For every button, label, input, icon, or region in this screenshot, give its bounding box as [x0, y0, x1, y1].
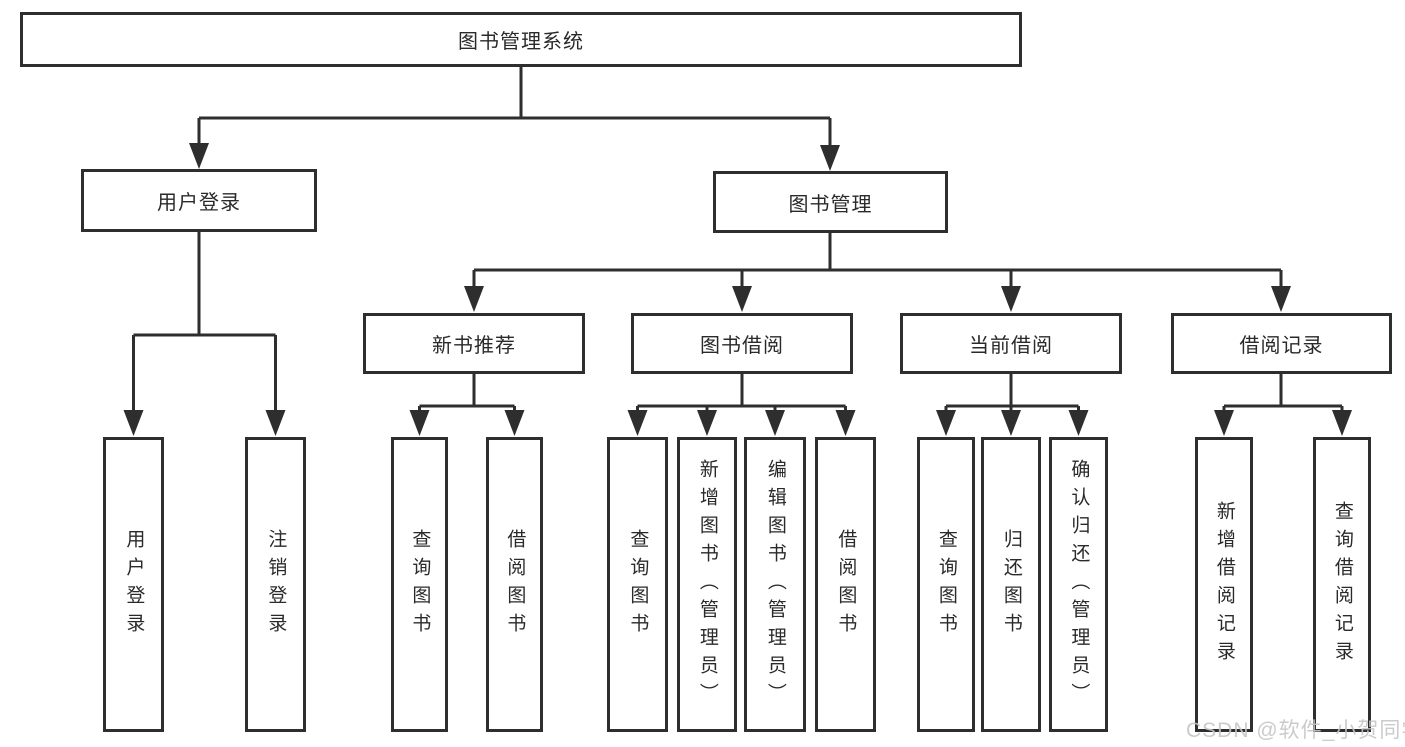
leaf-query-books-borrow: 查询图书	[607, 437, 668, 732]
leaf-return-books: 归还图书	[981, 437, 1041, 732]
leaf-user-login: 用户登录	[103, 437, 164, 732]
node-book-borrow: 图书借阅	[631, 313, 853, 374]
node-user-login: 用户登录	[81, 169, 317, 232]
node-new-book-recommend: 新书推荐	[363, 313, 585, 374]
leaf-logout: 注销登录	[245, 437, 306, 732]
node-current-borrow: 当前借阅	[900, 313, 1122, 374]
leaf-edit-book-admin: 编辑图书（管理员）	[744, 437, 806, 732]
node-book-management: 图书管理	[713, 171, 948, 233]
leaf-query-books-current: 查询图书	[917, 437, 975, 732]
node-system-root: 图书管理系统	[20, 12, 1022, 67]
csdn-watermark: CSDN @软件_小贺同学	[1186, 719, 1405, 742]
leaf-borrow-books: 借阅图书	[815, 437, 876, 732]
node-borrow-records: 借阅记录	[1171, 313, 1392, 374]
leaf-add-borrow-record: 新增借阅记录	[1195, 437, 1253, 732]
leaf-query-borrow-record: 查询借阅记录	[1313, 437, 1371, 732]
leaf-add-book-admin: 新增图书（管理员）	[677, 437, 737, 732]
leaf-confirm-return-admin: 确认归还（管理员）	[1049, 437, 1108, 732]
leaf-borrow-books-recommend: 借阅图书	[486, 437, 543, 732]
leaf-query-books-recommend: 查询图书	[391, 437, 448, 732]
